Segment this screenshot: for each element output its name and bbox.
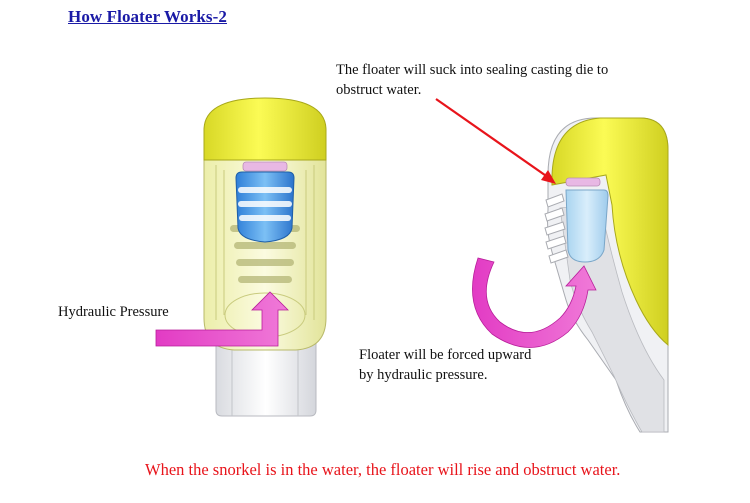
bottom-caption: When the snorkel is in the water, the fl… [145,460,621,479]
hydraulic-arrow [155,291,289,347]
upward-arrow [472,257,597,348]
right-snorkel [472,117,669,433]
floater-seal-note: The floater will suck into sealing casti… [336,60,676,100]
floater-seal-note-line1: The floater will suck into sealing casti… [336,62,609,78]
floater-forced-note: Floater will be forced upward by hydraul… [359,345,619,385]
hydraulic-pressure-label: Hydraulic Pressure [58,304,169,320]
left-snorkel [155,97,327,417]
floater-seal-note-line2: obstruct water. [336,82,422,98]
floater-forced-note-line2: by hydraulic pressure. [359,367,488,383]
pointer-arrow [435,98,556,184]
floater-forced-note-line1: Floater will be forced upward [359,347,532,363]
page-title: How Floater Works-2 [68,7,227,26]
